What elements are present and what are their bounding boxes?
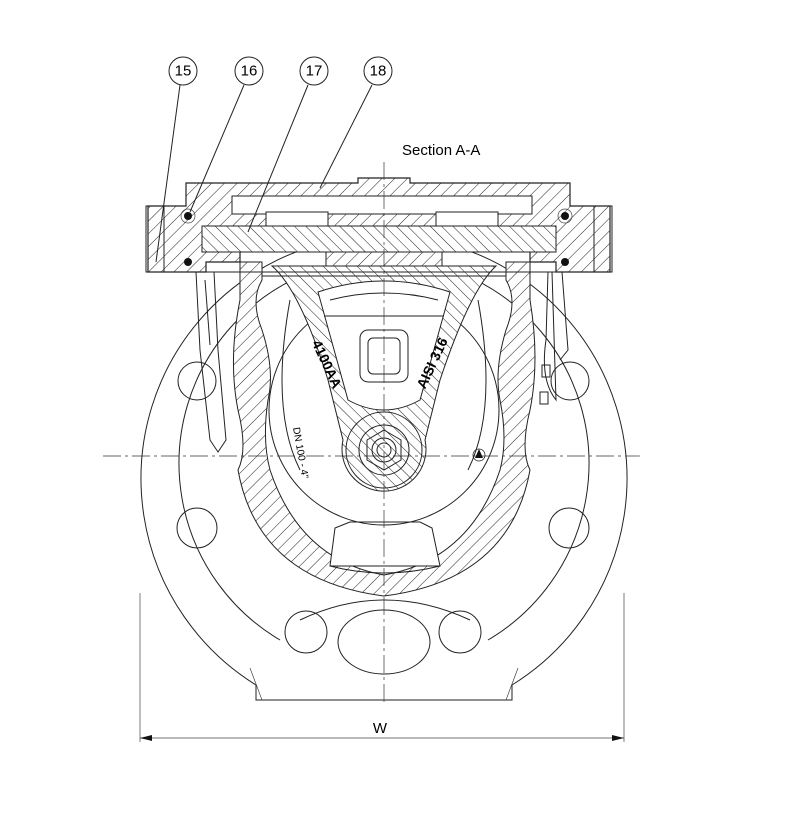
- body-section: [232, 261, 536, 597]
- callout-16: 16: [189, 56, 264, 213]
- callout-16-label: 16: [241, 63, 258, 80]
- callout-17-label: 17: [306, 63, 323, 80]
- center-lines: [103, 162, 640, 705]
- width-dimension-label: W: [373, 720, 388, 737]
- callout-18: 18: [319, 56, 393, 189]
- callout-18-label: 18: [370, 63, 387, 80]
- callout-15-label: 15: [175, 63, 192, 80]
- cover-assembly: [145, 177, 613, 277]
- width-dimension: W: [139, 593, 625, 742]
- callout-17: 17: [247, 56, 329, 233]
- side-spring: [195, 271, 569, 453]
- callout-15: 15: [155, 56, 198, 263]
- section-title: Section A-A: [402, 142, 480, 159]
- flow-arrow-icon: [472, 448, 486, 462]
- o-rings: [180, 208, 573, 266]
